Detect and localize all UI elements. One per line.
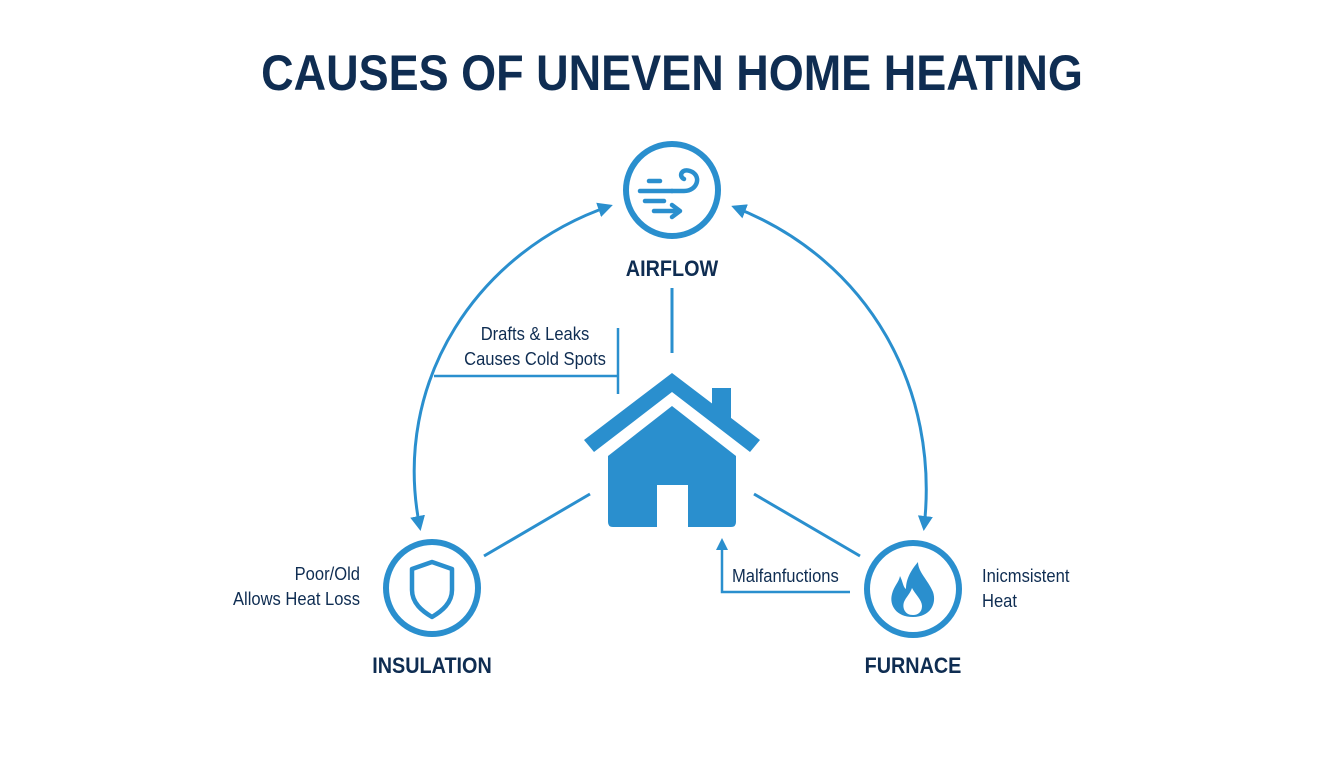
shield-icon [409, 559, 455, 620]
diagram-title: CAUSES OF UNEVEN HOME HEATING [261, 45, 1083, 101]
wind-icon [637, 168, 700, 220]
airflow-label: AIRFLOW [625, 256, 719, 281]
insulation-node-icon [383, 539, 481, 637]
airflow-note-line-1: Drafts & Leaks [480, 324, 590, 344]
furnace-node-icon [864, 540, 962, 638]
insulation-label: INSULATION [372, 653, 492, 678]
insulation-note-line-2: Allows Heat Loss [232, 589, 360, 609]
malfunction-arrow [720, 548, 850, 594]
airflow-note-line-2: Causes Cold Spots [464, 349, 606, 369]
house-icon [584, 373, 760, 527]
insulation-note-line-1: Poor/Old [294, 564, 360, 584]
insulation-note: Poor/Old Allows Heat Loss [204, 562, 360, 612]
furnace-note-left-line-1: Malfanfuctions [732, 566, 839, 586]
furnace-note-right-line-1: Inicmsistent [982, 566, 1070, 586]
arc-airflow-furnace [731, 204, 933, 531]
furnace-note-left: Malfanfuctions [732, 564, 861, 589]
airflow-node-icon [623, 141, 721, 239]
furnace-note-right-line-2: Heat [982, 591, 1017, 611]
furnace-label: FURNACE [864, 653, 962, 678]
connector-insulation-house [483, 492, 591, 558]
furnace-note-right: Inicmsistent Heat [982, 564, 1111, 614]
arc-airflow-insulation [410, 202, 613, 531]
connector-furnace-house [753, 492, 861, 558]
airflow-note: Drafts & Leaks Causes Cold Spots [448, 322, 623, 372]
